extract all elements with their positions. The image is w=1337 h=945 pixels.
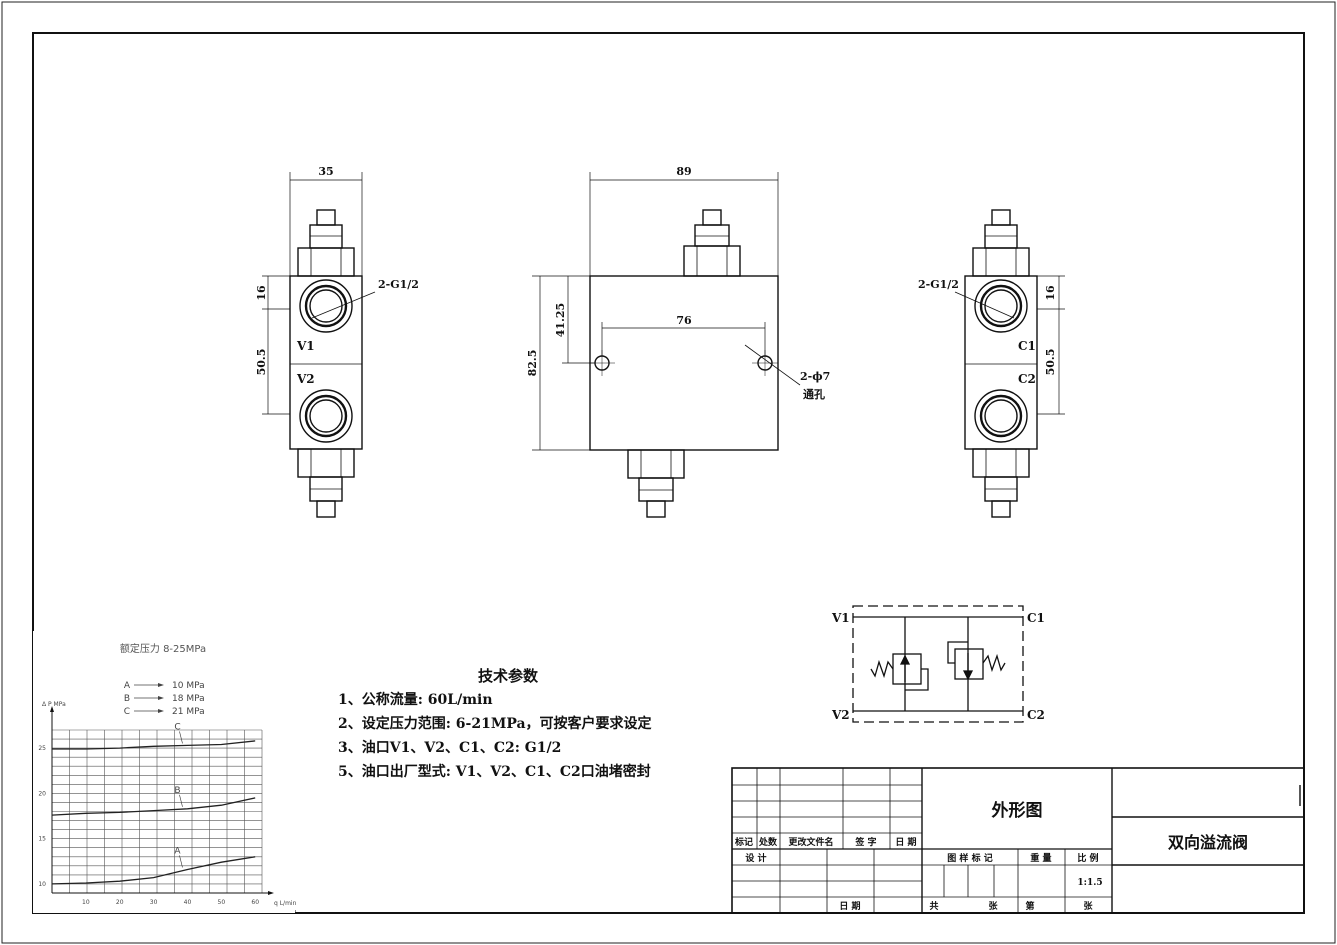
left-dim-top: 16 <box>255 285 268 301</box>
tb-sheets2: 张 <box>1083 900 1093 912</box>
port-c1-label: C1 <box>1018 339 1036 353</box>
spec-item-port-type: 5、油口出厂型式: V1、V2、C1、C2口油堵密封 <box>338 764 651 780</box>
spec-item-flow: 1、公称流量: 60L/min <box>338 692 493 708</box>
series-line-b <box>51 797 256 816</box>
left-dim-mid: 50.5 <box>255 349 268 376</box>
front-height-dim: 82.5 <box>526 350 539 377</box>
chart-tick-labels: 10 20 30 40 50 60 10 15 20 25 <box>38 745 259 906</box>
series-label-a: A <box>174 846 181 856</box>
y-tick-label: 15 <box>38 836 46 843</box>
drawing-frame <box>32 32 1305 914</box>
left-thread-label: 2-G1/2 <box>378 278 419 291</box>
series-label-c: C <box>174 722 180 732</box>
y-tick-label: 25 <box>38 745 46 752</box>
x-tick-label: 30 <box>150 899 158 906</box>
schematic-c1: C1 <box>1027 611 1045 625</box>
series-callout-c <box>179 731 183 744</box>
y-tick-label: 10 <box>38 881 46 888</box>
x-tick-label: 10 <box>82 899 90 906</box>
front-hole-height-dim: 41.25 <box>554 303 567 337</box>
legend-value: 21 MPa <box>172 707 205 717</box>
right-thread-label: 2-G1/2 <box>918 278 959 291</box>
tb-header-date: 日 期 <box>895 836 916 848</box>
tb-date: 日 期 <box>839 900 860 912</box>
series-label-b: B <box>174 786 180 796</box>
legend-arrow-head <box>158 709 164 713</box>
tb-header-mark: 标记 <box>734 836 753 848</box>
left-width-dim: 35 <box>318 165 333 178</box>
chart-x-arrow <box>268 891 274 895</box>
legend-arrow-head <box>158 696 164 700</box>
series-line-c <box>52 740 256 750</box>
right-side-view <box>954 209 1065 518</box>
y-tick-label: 20 <box>38 790 46 797</box>
right-dim-mid: 50.5 <box>1044 349 1057 376</box>
x-tick-label: 20 <box>116 899 124 906</box>
spec-item-ports: 3、油口V1、V2、C1、C2: G1/2 <box>338 740 562 756</box>
port-c2-label: C2 <box>1018 372 1036 386</box>
title-block <box>731 767 1305 914</box>
chart-x-label: q L/min <box>274 900 297 907</box>
series-callout-b <box>179 794 183 807</box>
spec-item-pressure: 2、设定压力范围: 6-21MPa，可按客户要求设定 <box>338 716 652 732</box>
tb-page: 第 <box>1025 900 1034 912</box>
legend-key: A <box>124 681 131 691</box>
legend-key: C <box>124 707 130 717</box>
series-line-a <box>51 856 256 885</box>
tb-design: 设 计 <box>745 852 766 864</box>
tb-drawing-name: 外形图 <box>992 800 1043 821</box>
x-tick-label: 60 <box>251 899 259 906</box>
schematic-c2: C2 <box>1027 708 1045 722</box>
front-width-dim: 89 <box>676 165 691 178</box>
chart-series-group: A B C <box>51 722 256 885</box>
technical-specs: 技术参数 1、公称流量: 60L/min 2、设定压力范围: 6-21MPa，可… <box>338 664 718 784</box>
port-v2-label: V2 <box>296 372 315 386</box>
tb-part-name: 双向溢流阀 <box>1168 833 1248 852</box>
tb-total: 共 <box>929 900 938 912</box>
series-callout-a <box>179 855 183 868</box>
front-hole-label: 2-ϕ7 <box>800 370 830 383</box>
schematic-v2: V2 <box>831 708 850 722</box>
front-hole-spacing-dim: 76 <box>676 314 692 327</box>
port-v1-label: V1 <box>296 339 315 353</box>
hydraulic-schematic <box>852 605 1024 723</box>
tb-sheets: 张 <box>988 900 998 912</box>
legend-arrow-head <box>158 683 164 687</box>
tb-header-file: 更改文件名 <box>788 836 833 848</box>
tb-col-marks: 图 样 标 记 <box>947 852 992 864</box>
tb-header-count: 处数 <box>758 836 778 848</box>
right-dim-top: 16 <box>1044 285 1057 301</box>
spec-title: 技术参数 <box>477 667 538 685</box>
front-hole-note: 通孔 <box>803 388 825 401</box>
chart-y-label: Δ P MPa <box>42 701 66 708</box>
schematic-v1: V1 <box>831 611 850 625</box>
legend-value: 10 MPa <box>172 681 205 691</box>
x-tick-label: 40 <box>184 899 192 906</box>
tb-col-scale: 比 例 <box>1077 852 1098 864</box>
x-tick-label: 50 <box>218 899 226 906</box>
chart-grid <box>50 706 274 895</box>
tb-col-weight: 重 量 <box>1030 852 1051 864</box>
tb-header-sign: 签 字 <box>854 836 876 848</box>
left-side-view <box>262 172 376 518</box>
legend-value: 18 MPa <box>172 694 205 704</box>
front-view <box>532 172 801 518</box>
chart-title: 额定压力 8-25MPa <box>120 642 206 655</box>
tb-scale-value: 1:1.5 <box>1077 878 1102 888</box>
legend-key: B <box>124 694 130 704</box>
chart-y-arrow <box>50 706 54 712</box>
